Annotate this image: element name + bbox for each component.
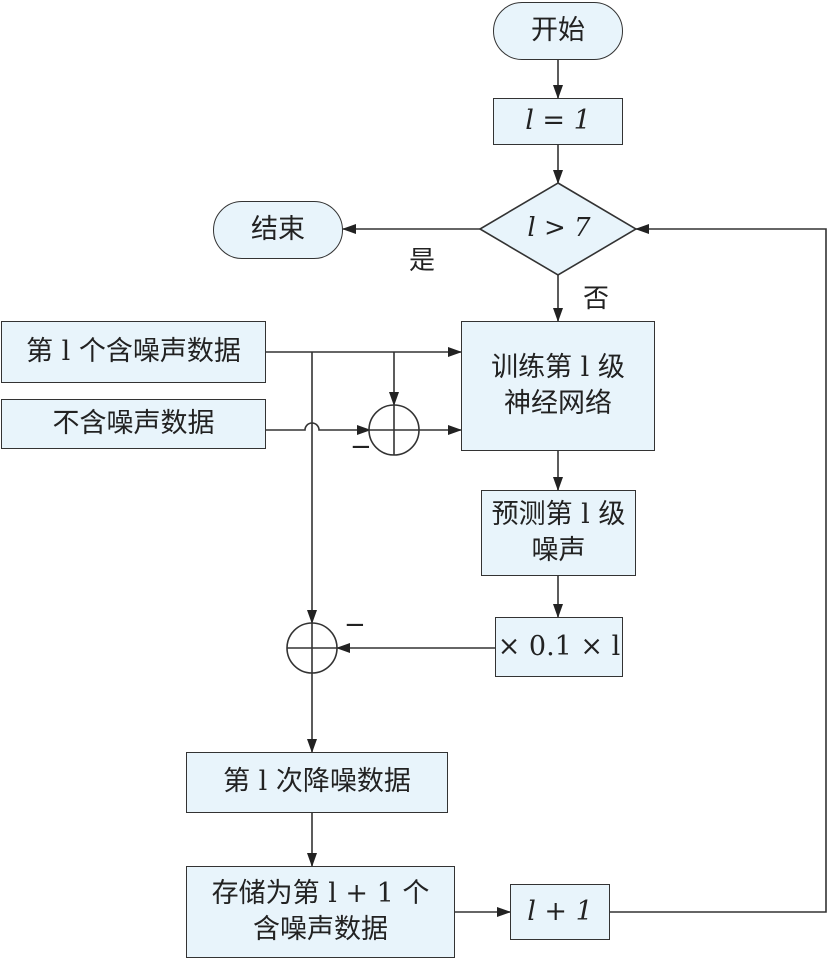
denoised-label: 第 l 次降噪数据: [223, 766, 411, 798]
decision-label: l > 7: [527, 213, 591, 243]
denoised-box: 第 l 次降噪数据: [186, 752, 448, 813]
yes-label: 是: [409, 246, 436, 276]
train-network-box: 训练第 l 级 神经网络: [461, 321, 655, 451]
predict-label-line2: 噪声: [531, 535, 586, 566]
start-terminal: 开始: [493, 2, 623, 60]
store-box: 存储为第 l + 1 个 含噪声数据: [186, 866, 455, 958]
increment-box: l + 1: [510, 884, 610, 940]
train-label-line2: 神经网络: [504, 388, 612, 419]
no-label: 否: [583, 284, 610, 314]
predict-noise-box: 预测第 l 级 噪声: [481, 490, 636, 576]
line-clean-to-top-sum: [266, 422, 371, 435]
minus-bottom-label: −: [344, 610, 366, 640]
store-label-line1: 存储为第 l + 1 个: [211, 877, 430, 909]
predict-label-line1: 预测第 l 级: [491, 498, 626, 530]
end-terminal: 结束: [213, 201, 343, 259]
scale-label: × 0.1 × l: [497, 630, 621, 662]
init-label: l = 1: [525, 105, 591, 137]
clean-input-label: 不含噪声数据: [52, 407, 215, 439]
scale-box: × 0.1 × l: [495, 617, 623, 677]
arrow-loop-back: [610, 224, 827, 913]
increment-label: l + 1: [527, 895, 593, 927]
store-label-line2: 含噪声数据: [253, 914, 388, 945]
noisy-input-box: 第 l 个含噪声数据: [1, 321, 266, 383]
start-label: 开始: [531, 14, 585, 46]
minus-top-label: −: [350, 432, 372, 462]
sum-junction-bottom: [286, 622, 338, 674]
noisy-input-label: 第 l 个含噪声数据: [26, 335, 241, 367]
end-label: 结束: [251, 213, 305, 245]
sum-junction-top: [368, 404, 420, 456]
train-label-line1: 训练第 l 级: [491, 351, 625, 383]
clean-input-box: 不含噪声数据: [1, 399, 266, 449]
init-box: l = 1: [493, 98, 623, 145]
